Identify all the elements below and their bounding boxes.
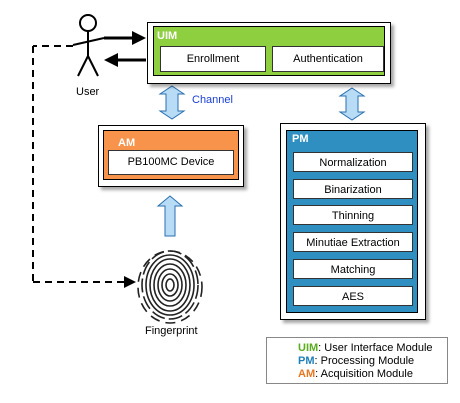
user-icon [72, 14, 105, 77]
aes-box[interactable]: AES [293, 286, 413, 306]
user-to-fingerprint-dashed-arrow [32, 45, 124, 283]
legend-item-am: AM: Acquisition Module [298, 368, 413, 380]
channel-label: Channel [192, 94, 233, 106]
legend-item-pm: PM: Processing Module [298, 355, 414, 367]
fingerprint-label: Fingerprint [145, 325, 198, 337]
fingerprint-icon [137, 250, 203, 324]
authentication-box[interactable]: Authentication [272, 46, 384, 72]
fingerprint-to-am-arrow [156, 195, 184, 237]
user-label: User [76, 86, 100, 98]
pm-title: PM [292, 133, 309, 145]
pb100mc-device-box[interactable]: PB100MC Device [108, 150, 234, 175]
uim-am-channel-arrow [158, 85, 186, 120]
uim-to-user-arrow [104, 53, 146, 67]
dashed-arrow-head [124, 276, 136, 288]
matching-box[interactable]: Matching [293, 259, 413, 279]
minutiae-extraction-box[interactable]: Minutiae Extraction [293, 232, 413, 252]
binarization-box[interactable]: Binarization [293, 179, 413, 199]
user-to-uim-arrow [104, 31, 146, 45]
legend-item-uim: UIM: User Interface Module [298, 342, 433, 354]
legend-text: : Processing Module [314, 355, 415, 367]
legend: UIM: User Interface Module PM: Processin… [266, 337, 448, 384]
enrollment-box[interactable]: Enrollment [160, 46, 266, 72]
legend-text: : Acquisition Module [315, 368, 413, 380]
thinning-box[interactable]: Thinning [293, 205, 413, 225]
uim-title: UIM [157, 30, 178, 42]
uim-pm-arrow [338, 87, 366, 121]
legend-text: : User Interface Module [318, 342, 433, 354]
legend-abbr: UIM [298, 342, 319, 354]
legend-abbr: AM [298, 368, 316, 380]
legend-abbr: PM [298, 355, 315, 367]
normalization-box[interactable]: Normalization [293, 152, 413, 172]
am-title: AM [118, 137, 136, 149]
